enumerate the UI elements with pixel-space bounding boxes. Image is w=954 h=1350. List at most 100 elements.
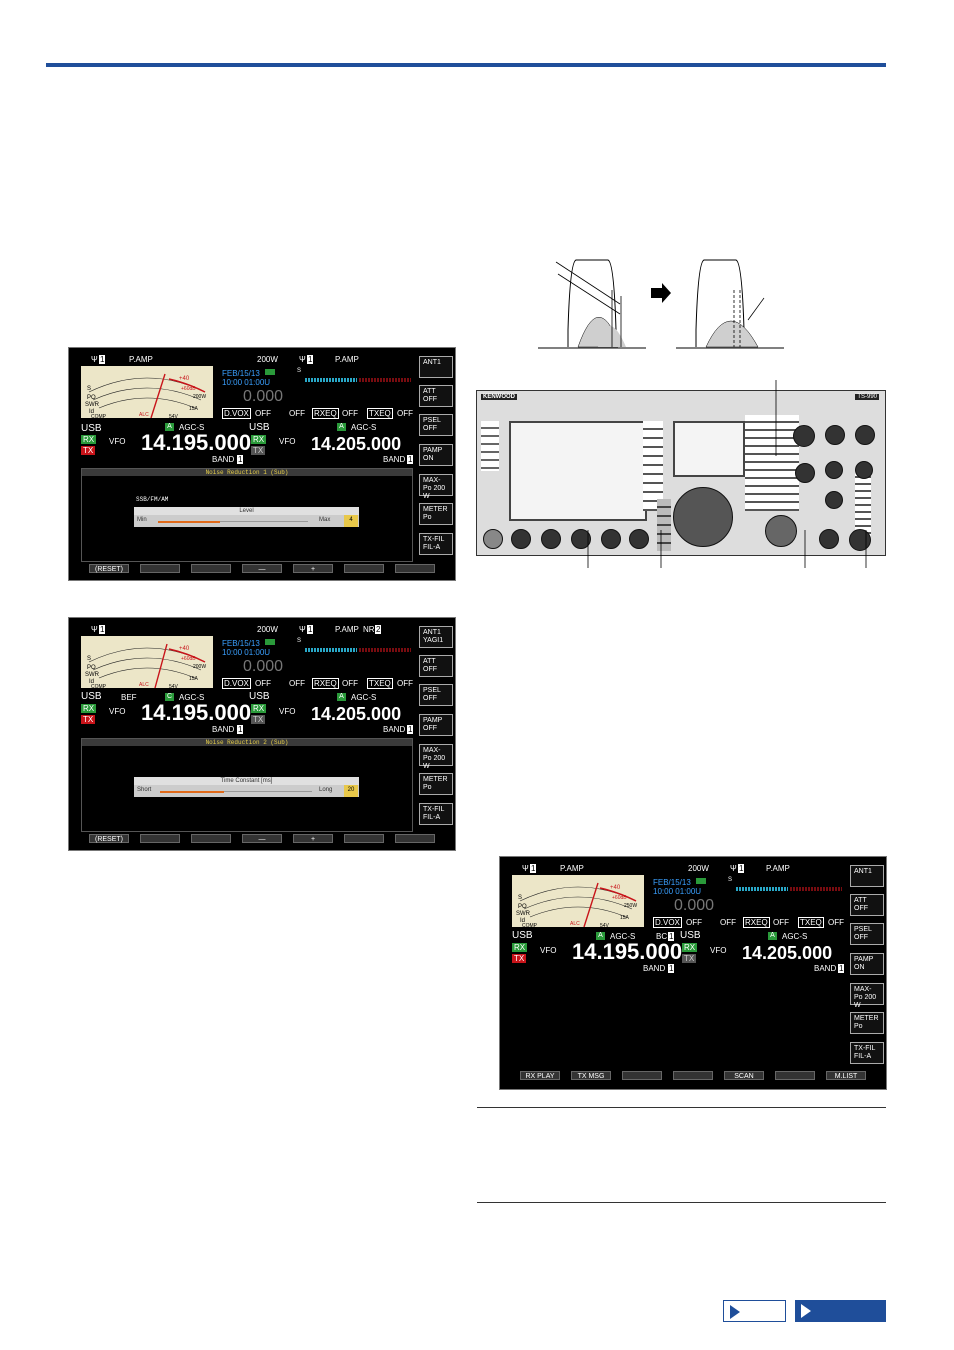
plus-key[interactable]: +	[293, 834, 333, 843]
pamp-button[interactable]: PAMP ON	[850, 953, 884, 975]
svg-text:250W: 250W	[624, 903, 637, 909]
knob-11[interactable]	[855, 461, 873, 479]
minus-key[interactable]: —	[242, 564, 282, 573]
knob-1[interactable]	[511, 529, 531, 549]
att-button[interactable]: ATT OFF	[419, 385, 453, 407]
f4-key[interactable]	[673, 1071, 713, 1080]
s-meter-red	[790, 887, 842, 891]
knob-14[interactable]	[849, 529, 871, 551]
max-po-button[interactable]: MAX-Po 200 W	[850, 983, 884, 1009]
prev-nav-button[interactable]	[723, 1300, 786, 1322]
battery-icon	[696, 878, 706, 884]
rit-offset: 0.000	[243, 388, 284, 405]
analog-meter: S PO SWR Id COMP +40 +60dB 200W 15A ALC …	[81, 636, 213, 690]
phones-jack[interactable]	[483, 529, 503, 549]
ant-button[interactable]: ANT1 YAGI1	[419, 626, 453, 648]
f3-key[interactable]	[191, 564, 231, 573]
pamp-button[interactable]: PAMP OFF	[419, 714, 453, 736]
rx-play-key[interactable]: RX PLAY	[520, 1071, 560, 1080]
svg-text:ALC: ALC	[139, 682, 149, 688]
rxeq-label: RXEQ	[312, 678, 339, 689]
tx-indicator-main: TX	[81, 446, 96, 455]
psel-button[interactable]: PSEL OFF	[419, 414, 453, 436]
ant-button[interactable]: ANT1	[419, 356, 453, 378]
s-meter-label: S	[728, 877, 733, 883]
level-track	[224, 791, 312, 792]
psel-button[interactable]: PSEL OFF	[419, 684, 453, 706]
max-po-button[interactable]: MAX-Po 200 W	[419, 474, 453, 500]
antenna-icon: Ψ	[91, 625, 98, 634]
f2-key[interactable]	[140, 834, 180, 843]
agc-main: AGC-S	[610, 932, 636, 941]
f7-key[interactable]	[395, 564, 435, 573]
f3-key[interactable]	[622, 1071, 662, 1080]
level-slider[interactable]: Min Max	[134, 515, 359, 527]
att-button[interactable]: ATT OFF	[850, 894, 884, 916]
knob-12[interactable]	[825, 491, 843, 509]
meter-button[interactable]: METER Po	[419, 503, 453, 525]
svg-text:ALC: ALC	[139, 412, 149, 418]
knob-10[interactable]	[825, 461, 843, 479]
main-tuning-knob[interactable]	[673, 487, 733, 547]
f6-key[interactable]	[344, 564, 384, 573]
knob-2[interactable]	[541, 529, 561, 549]
att-button[interactable]: ATT OFF	[419, 655, 453, 677]
vfo-flag-main: A	[165, 423, 174, 431]
knob-6[interactable]	[793, 425, 815, 447]
reset-key[interactable]: (RESET)	[89, 834, 129, 843]
knob-13[interactable]	[819, 529, 839, 549]
sub-tuning-knob[interactable]	[765, 515, 797, 547]
max-po-button[interactable]: MAX-Po 200 W	[419, 744, 453, 770]
knob-4[interactable]	[601, 529, 621, 549]
meter-button[interactable]: METER Po	[850, 1012, 884, 1034]
preamp-label: P.AMP	[560, 864, 584, 873]
svg-text:S: S	[87, 656, 91, 662]
f3-key[interactable]	[191, 834, 231, 843]
dvox-state: OFF	[255, 679, 271, 688]
mode-main: USB	[81, 423, 102, 434]
knob-5[interactable]	[629, 529, 649, 549]
pamp-button[interactable]: PAMP ON	[419, 444, 453, 466]
txeq-state: OFF	[397, 409, 413, 418]
knob-7[interactable]	[825, 425, 845, 445]
svg-text:+60dB: +60dB	[181, 656, 196, 662]
meter-button[interactable]: METER Po	[419, 773, 453, 795]
f7-key[interactable]	[395, 834, 435, 843]
f6-key[interactable]	[775, 1071, 815, 1080]
tx-fil-button[interactable]: TX-FIL FIL-A	[419, 533, 453, 555]
reset-key[interactable]: (RESET)	[89, 564, 129, 573]
knob-3[interactable]	[571, 529, 591, 549]
f2-key[interactable]	[140, 564, 180, 573]
band-main: BAND	[212, 455, 235, 464]
scan-key[interactable]: SCAN	[724, 1071, 764, 1080]
antenna-number: 1	[307, 625, 314, 634]
tx-msg-key[interactable]: TX MSG	[571, 1071, 611, 1080]
rxeq-label: RXEQ	[312, 408, 339, 419]
m-list-key[interactable]: M.LIST	[826, 1071, 866, 1080]
vfo-flag-main: A	[596, 932, 605, 940]
antenna-number: 1	[99, 355, 106, 364]
svg-text:S: S	[518, 895, 522, 901]
svg-text:COMP: COMP	[91, 414, 107, 418]
s-meter-label: S	[297, 368, 302, 374]
radio-front-panel: KENWOOD TS-990	[476, 390, 886, 556]
tx-fil-button[interactable]: TX-FIL FIL-A	[850, 1042, 884, 1064]
plus-key[interactable]: +	[293, 564, 333, 573]
minus-key[interactable]: —	[242, 834, 282, 843]
band-main: BAND	[643, 964, 666, 973]
band-num-main: 1	[668, 964, 675, 973]
sub-display	[673, 421, 745, 477]
tx-fil-button[interactable]: TX-FIL FIL-A	[419, 803, 453, 825]
ant-button[interactable]: ANT1	[850, 865, 884, 887]
callout-lines	[587, 380, 867, 568]
knob-9[interactable]	[795, 463, 815, 483]
f6-key[interactable]	[344, 834, 384, 843]
next-nav-button[interactable]	[795, 1300, 886, 1322]
knob-8[interactable]	[855, 425, 875, 445]
date-label: FEB/15/13	[653, 878, 691, 887]
antenna-icon: Ψ	[299, 355, 306, 364]
psel-button[interactable]: PSEL OFF	[850, 923, 884, 945]
nr2-panel: Noise Reduction 2 (Sub) Time Constant [m…	[81, 738, 413, 832]
time-constant-slider[interactable]: Short Long	[134, 785, 359, 797]
freq-main: 14.195.000	[141, 430, 252, 455]
